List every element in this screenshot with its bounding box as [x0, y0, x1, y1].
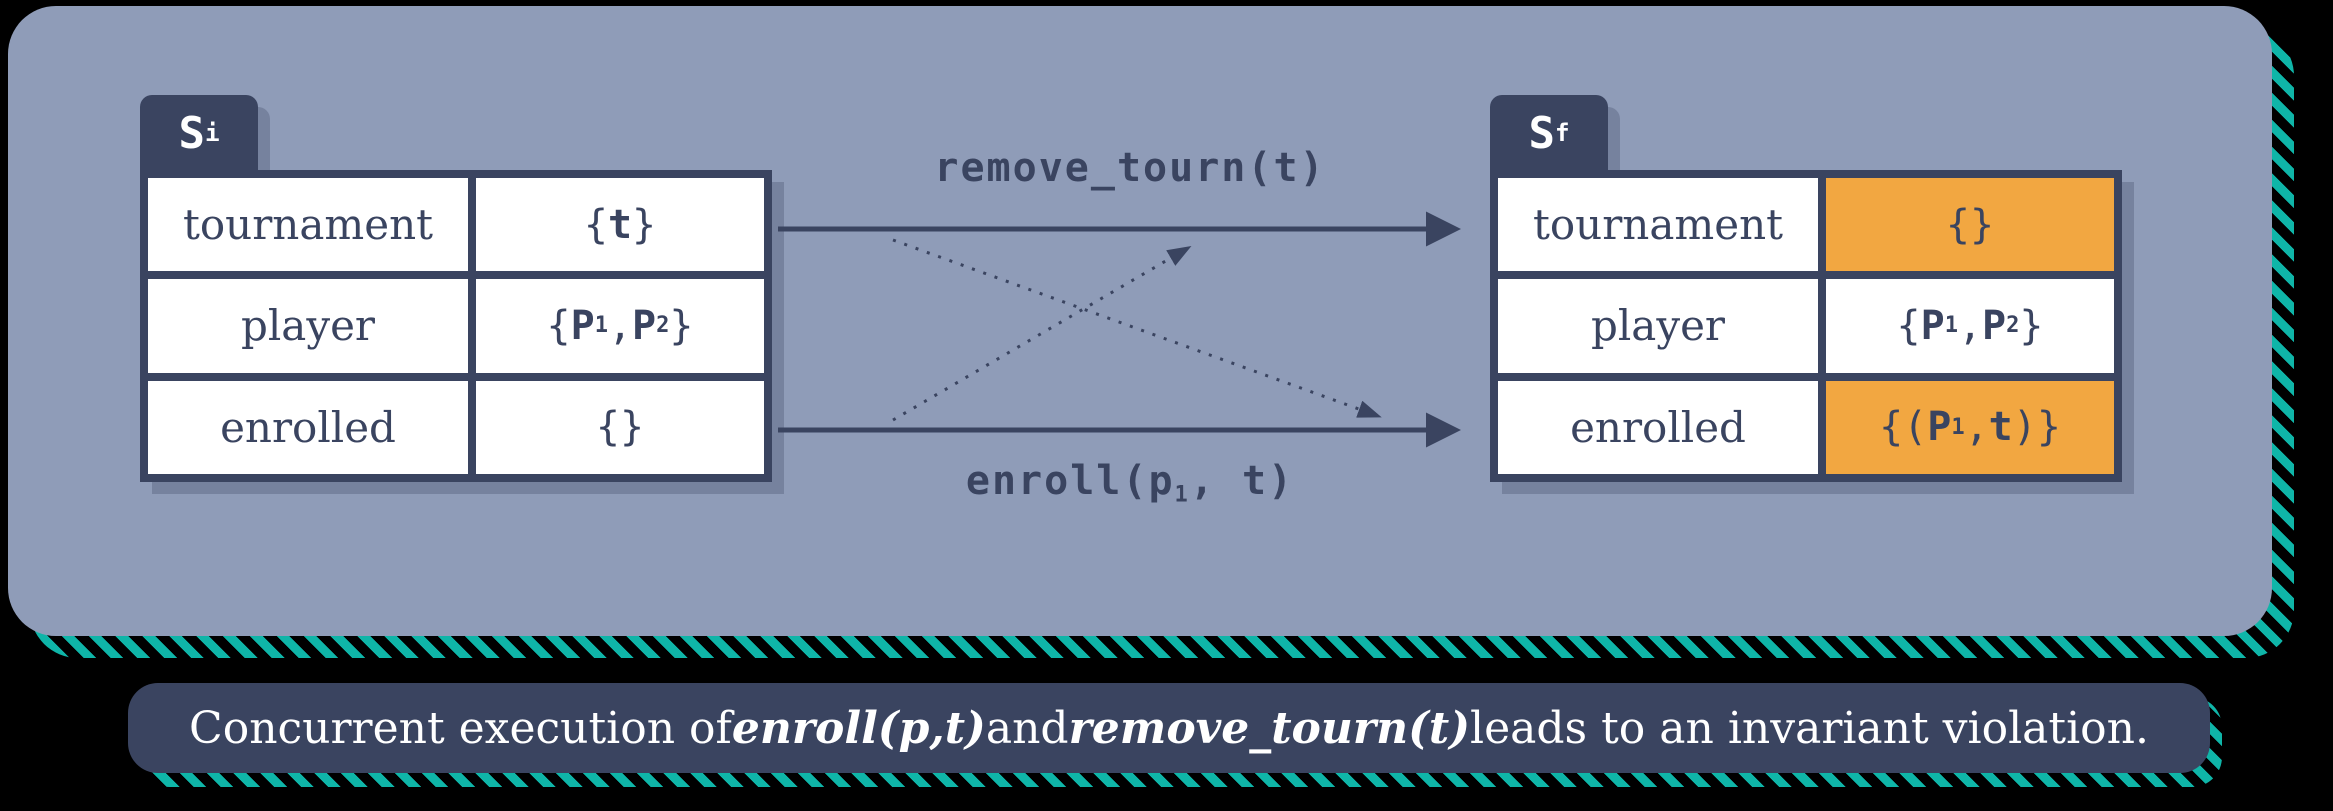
row-label-enrolled: enrolled: [148, 380, 468, 474]
row-value-tournament: {}: [1826, 178, 2114, 272]
table-row: enrolled {}: [148, 380, 764, 474]
row-label-player: player: [148, 279, 468, 373]
row-label-tournament: tournament: [148, 178, 468, 272]
row-value-enrolled: {}: [476, 380, 764, 474]
table-row: tournament {t}: [148, 178, 764, 272]
remove-tourn-label: remove_tourn(t): [934, 145, 1326, 191]
row-label-player: player: [1498, 279, 1818, 373]
caption-bar: Concurrent execution of enroll(p,t) and …: [128, 683, 2210, 773]
table-row: tournament {}: [1498, 178, 2114, 272]
enroll-label: enroll(p1, t): [965, 458, 1295, 508]
row-label-enrolled: enrolled: [1498, 380, 1818, 474]
row-value-tournament: {t}: [476, 178, 764, 272]
row-label-tournament: tournament: [1498, 178, 1818, 272]
